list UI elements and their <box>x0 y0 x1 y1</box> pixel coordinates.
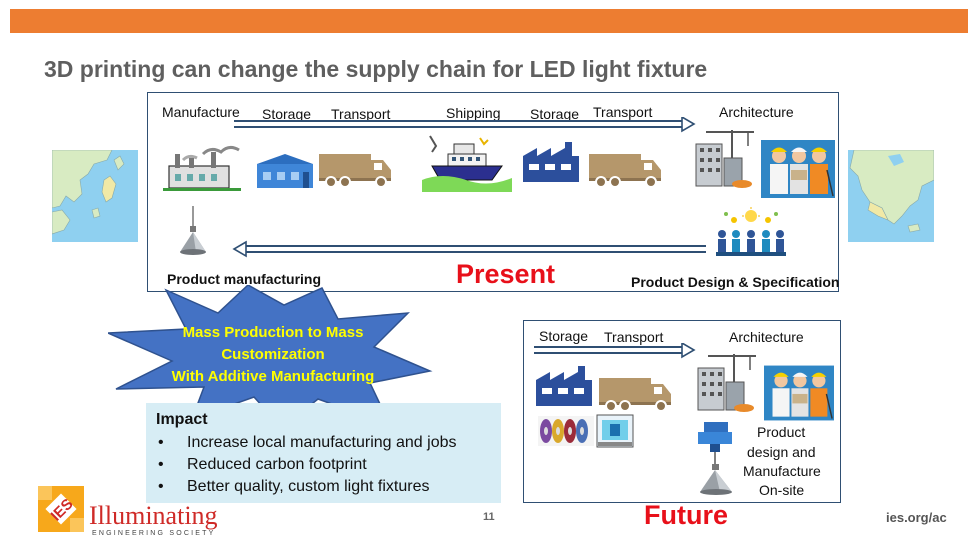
construction-building-icon <box>695 130 754 188</box>
ies-logo: IES Illuminating ENGINEERING SOCIETY <box>32 481 232 543</box>
truck-icon <box>319 154 391 188</box>
step-transport-label: Transport <box>331 106 391 122</box>
printed-lamp-icon <box>698 422 732 495</box>
site-url: ies.org/ac <box>886 510 947 525</box>
product-manufacturing-label: Product manufacturing <box>167 271 322 287</box>
step-storage-label: Storage <box>262 106 312 122</box>
onsite-line-1: Product <box>757 424 806 440</box>
slide-title: 3D printing can change the supply chain … <box>44 56 708 82</box>
future-truck-icon <box>599 378 671 412</box>
ies-badge-icon: IES <box>38 486 84 532</box>
impact-item: •Better quality, custom light fixtures <box>156 476 501 498</box>
future-construction-building-icon <box>697 354 756 412</box>
page-number: 11 <box>483 511 495 523</box>
onsite-line-4: On-site <box>759 482 805 498</box>
logo-name: Illuminating <box>89 501 218 530</box>
future-label: Future <box>644 500 728 530</box>
logo-subtitle: ENGINEERING SOCIETY <box>92 530 216 537</box>
mass-customization-callout: Mass Production to Mass Customization Wi… <box>107 284 438 430</box>
filament-spools-image <box>538 416 594 446</box>
callout-line-2: Customization <box>221 346 325 363</box>
step-architecture-label: Architecture <box>719 104 794 120</box>
future-transport-label: Transport <box>604 329 664 345</box>
accent-bar <box>10 9 968 33</box>
3d-printer-icon <box>596 414 634 448</box>
bullet: • <box>158 478 164 495</box>
bullet: • <box>158 456 164 473</box>
impact-box: Impact •Increase local manufacturing and… <box>146 403 501 503</box>
future-engineers-image <box>764 365 834 421</box>
asia-map-image <box>52 150 138 242</box>
future-architecture-label: Architecture <box>729 329 804 345</box>
callout-line-1: Mass Production to Mass <box>182 324 364 341</box>
step-transport-2-label: Transport <box>593 104 653 120</box>
return-flow-arrow <box>232 240 706 258</box>
impact-list: •Increase local manufacturing and jobs •… <box>156 432 501 498</box>
north-america-map-image <box>848 150 934 242</box>
truck-2-icon <box>589 154 661 188</box>
warehouse-icon <box>257 154 313 188</box>
step-storage-2-label: Storage <box>530 106 580 122</box>
callout-text: Mass Production to Mass Customization Wi… <box>158 322 388 388</box>
present-label: Present <box>456 259 556 289</box>
product-design-spec-label: Product Design & Specification <box>631 274 840 290</box>
bullet: • <box>158 434 164 451</box>
step-manufacture-label: Manufacture <box>162 104 240 120</box>
impact-title: Impact <box>156 411 208 428</box>
pendant-lamp-icon <box>180 206 206 255</box>
impact-item: •Increase local manufacturing and jobs <box>156 432 501 454</box>
cargo-ship-icon <box>422 135 512 192</box>
impact-item: •Reduced carbon footprint <box>156 454 501 476</box>
future-flow-arrow <box>534 343 696 359</box>
design-team-image <box>712 206 790 258</box>
future-storage-label: Storage <box>539 328 589 344</box>
step-shipping-label: Shipping <box>446 105 501 121</box>
onsite-line-3: Manufacture <box>743 463 821 479</box>
storage-building-icon <box>523 142 579 182</box>
forward-flow-arrow <box>234 117 696 133</box>
future-storage-building-icon <box>536 366 592 406</box>
onsite-line-2: design and <box>747 444 816 460</box>
callout-line-3: With Additive Manufacturing <box>171 368 375 385</box>
factory-icon <box>163 145 241 191</box>
engineers-image <box>761 140 835 198</box>
